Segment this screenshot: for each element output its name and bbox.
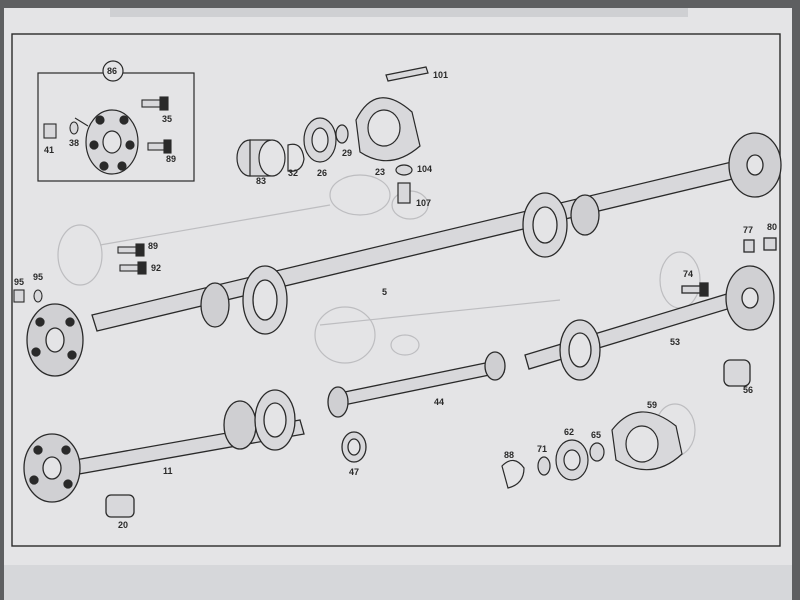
part-label-20: 20 [118, 520, 128, 530]
part-label-95-b: 95 [14, 277, 24, 287]
inset-flex-disc [85, 109, 139, 175]
part-label-41: 41 [44, 145, 54, 155]
part-label-23: 23 [375, 167, 385, 177]
callout-circle-86 [102, 60, 124, 82]
part-label-71: 71 [537, 444, 547, 454]
part-label-92: 92 [151, 263, 161, 273]
shaft-53 [524, 237, 777, 387]
page-header-bar [110, 8, 688, 17]
part-label-47: 47 [349, 467, 359, 477]
part-label-101: 101 [433, 70, 448, 80]
part-label-26: 26 [317, 168, 327, 178]
part-label-38: 38 [69, 138, 79, 148]
part-label-62: 62 [564, 427, 574, 437]
part-label-56: 56 [743, 385, 753, 395]
inset-small-parts [43, 96, 172, 154]
part-label-65: 65 [591, 430, 601, 440]
shaft-44 [327, 351, 506, 463]
part-label-59: 59 [647, 400, 657, 410]
part-label-89-b: 89 [148, 241, 158, 251]
top-small-parts [236, 66, 429, 204]
part-label-95-a: 95 [33, 272, 43, 282]
shaft-5 [26, 132, 782, 377]
part-label-83: 83 [256, 176, 266, 186]
part-label-53: 53 [670, 337, 680, 347]
part-label-74: 74 [683, 269, 693, 279]
part-label-29: 29 [342, 148, 352, 158]
part-label-44: 44 [434, 397, 444, 407]
part-label-88: 88 [504, 450, 514, 460]
part-label-5: 5 [382, 287, 387, 297]
part-label-89: 89 [166, 154, 176, 164]
part-label-11: 11 [163, 466, 173, 476]
part-label-80: 80 [767, 222, 777, 232]
part-label-77: 77 [743, 225, 753, 235]
part-label-86: 86 [107, 66, 117, 76]
page-bottom-shadow [4, 565, 792, 600]
part-labels: 86 35 41 38 89 101 83 32 26 29 23 104 10… [14, 60, 777, 530]
lower-right-parts [501, 411, 683, 489]
part-label-35: 35 [162, 114, 172, 124]
part-label-32: 32 [288, 168, 298, 178]
part-label-104: 104 [417, 164, 432, 174]
left-bolts [13, 243, 147, 303]
shaft-11 [23, 389, 305, 518]
part-label-107: 107 [416, 198, 431, 208]
diagram-frame [11, 33, 781, 547]
